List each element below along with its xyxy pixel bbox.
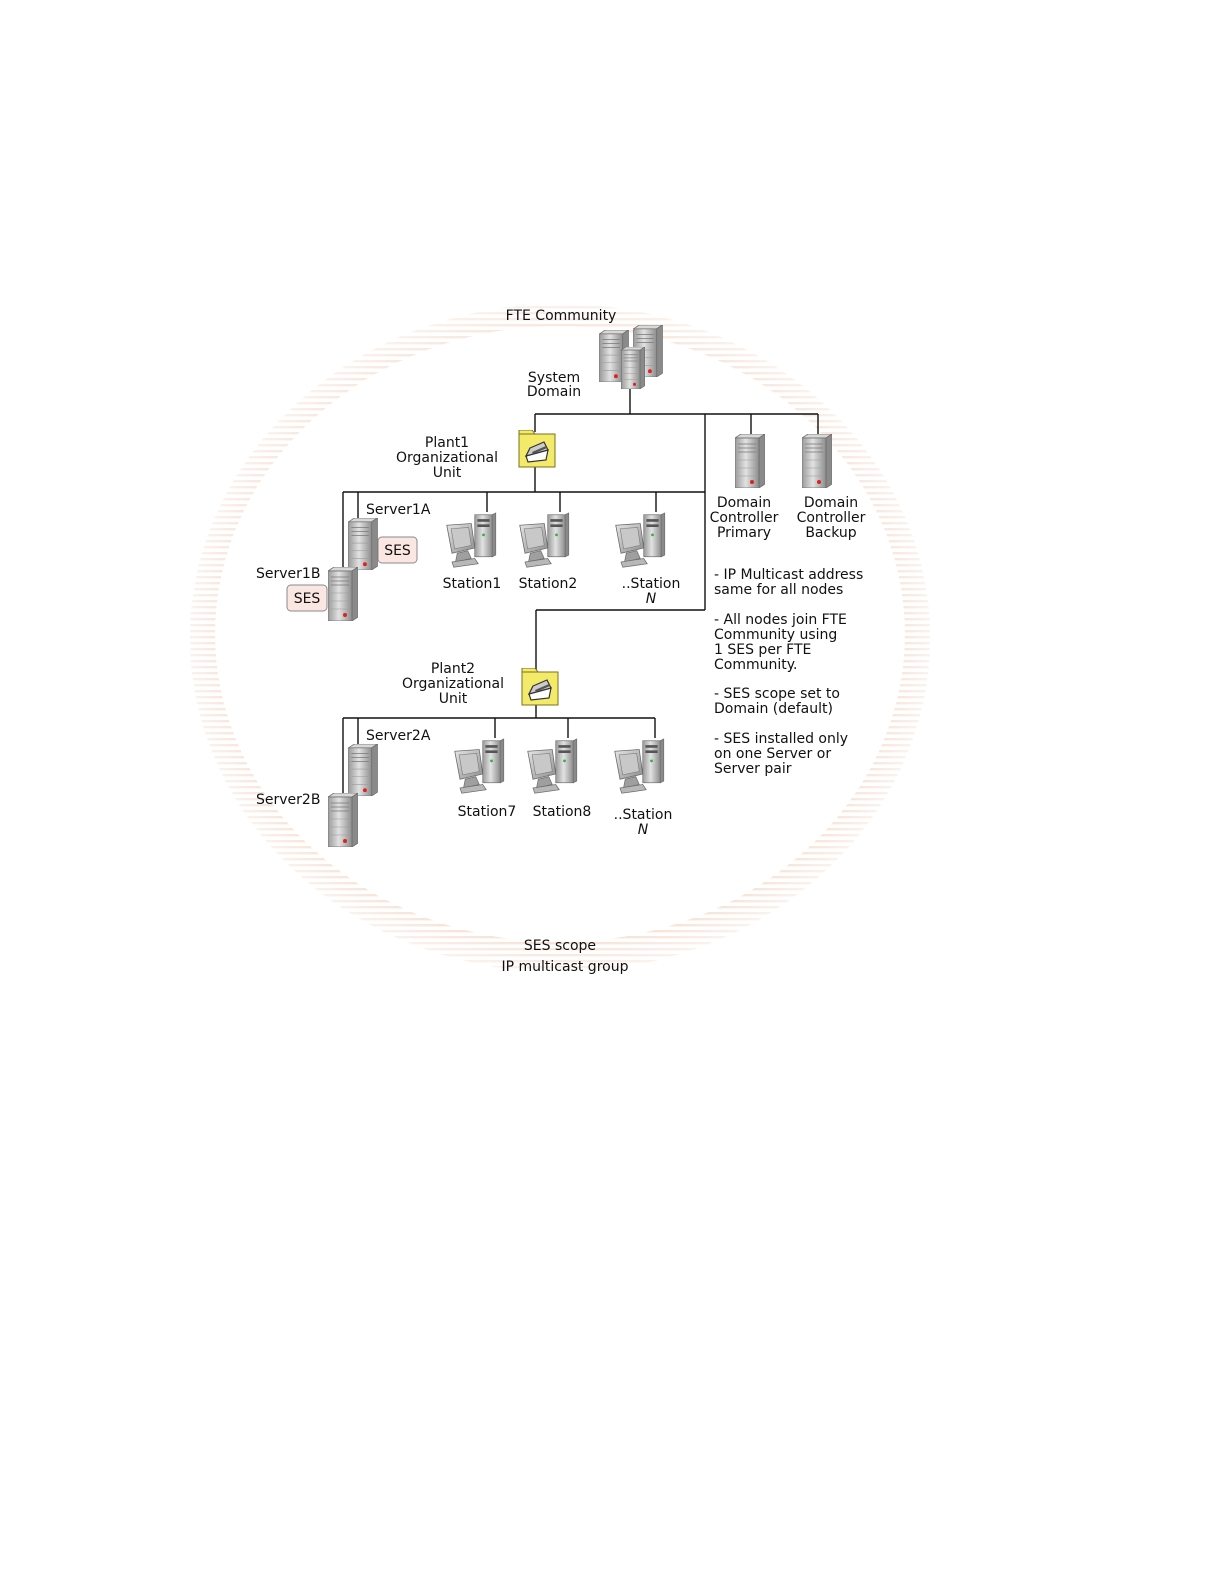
note-2-line-3: 1 SES per FTE [714, 642, 811, 658]
note-4-line-3: Server pair [714, 761, 792, 777]
server2a-icon [348, 744, 378, 796]
station8-label: Station8 [533, 804, 592, 820]
svg-text:N: N [638, 822, 649, 838]
notes-block: - IP Multicast address same for all node… [714, 567, 863, 777]
server2b-icon [328, 793, 358, 847]
note-2-line-4: Community. [714, 657, 797, 673]
svg-text:N: N [646, 591, 657, 607]
svg-text:Backup: Backup [805, 525, 856, 541]
svg-text:Plant2: Plant2 [431, 661, 475, 677]
svg-text:Organizational: Organizational [402, 676, 504, 692]
plant2-label: Plant2 Organizational Unit [402, 661, 504, 707]
note-1-line-1: - IP Multicast address [714, 567, 863, 583]
fte-community-label: FTE Community [506, 308, 617, 324]
note-2-line-1: - All nodes join FTE [714, 612, 847, 628]
svg-text:SES: SES [384, 543, 411, 559]
dc-backup-label: Domain Controller Backup [797, 495, 866, 541]
svg-text:..Station: ..Station [614, 807, 673, 823]
note-4-line-1: - SES installed only [714, 731, 848, 747]
plant1-folder-icon [518, 430, 556, 468]
dc-backup-server-icon [802, 434, 832, 488]
station-n-plant1-label: ..Station N [622, 576, 681, 607]
dc-primary-label: Domain Controller Primary [710, 495, 779, 541]
ses-badge-server1a: SES [377, 536, 418, 564]
svg-text:Organizational: Organizational [396, 450, 498, 466]
note-3-line-2: Domain (default) [714, 701, 833, 717]
svg-text:Plant1: Plant1 [425, 435, 469, 451]
note-1-line-2: same for all nodes [714, 582, 843, 598]
connection-lines [342, 388, 819, 796]
station7-label: Station7 [458, 804, 517, 820]
dc-primary-server-icon [735, 434, 765, 488]
server2a-label: Server2A [366, 728, 431, 744]
svg-text:Controller: Controller [710, 510, 779, 526]
note-2-line-2: Community using [714, 627, 837, 643]
server1b-label: Server1B [256, 566, 320, 582]
station2-label: Station2 [519, 576, 578, 592]
svg-text:Domain: Domain [804, 495, 858, 511]
svg-text:Controller: Controller [797, 510, 866, 526]
svg-text:Unit: Unit [439, 691, 468, 707]
plant1-label: Plant1 Organizational Unit [396, 435, 498, 481]
svg-text:Domain: Domain [717, 495, 771, 511]
ses-scope-label: SES scope [524, 938, 596, 954]
station1-label: Station1 [443, 576, 502, 592]
svg-text:Domain: Domain [527, 384, 581, 400]
note-3-line-1: - SES scope set to [714, 686, 840, 702]
server2b-label: Server2B [256, 792, 320, 808]
svg-text:System: System [528, 370, 580, 386]
system-domain-label: System Domain [527, 370, 581, 400]
svg-text:Unit: Unit [433, 465, 462, 481]
plant2-folder-icon [521, 668, 559, 706]
server1b-icon [328, 567, 358, 621]
ses-badge-server1b: SES [286, 584, 328, 612]
station-n-plant2-label: ..Station N [614, 807, 673, 838]
ip-multicast-group-label: IP multicast group [502, 959, 629, 975]
server1a-label: Server1A [366, 502, 431, 518]
svg-text:..Station: ..Station [622, 576, 681, 592]
svg-text:SES: SES [294, 591, 321, 607]
server1a-icon [348, 518, 378, 570]
note-4-line-2: on one Server or [714, 746, 831, 762]
svg-text:Primary: Primary [717, 525, 771, 541]
